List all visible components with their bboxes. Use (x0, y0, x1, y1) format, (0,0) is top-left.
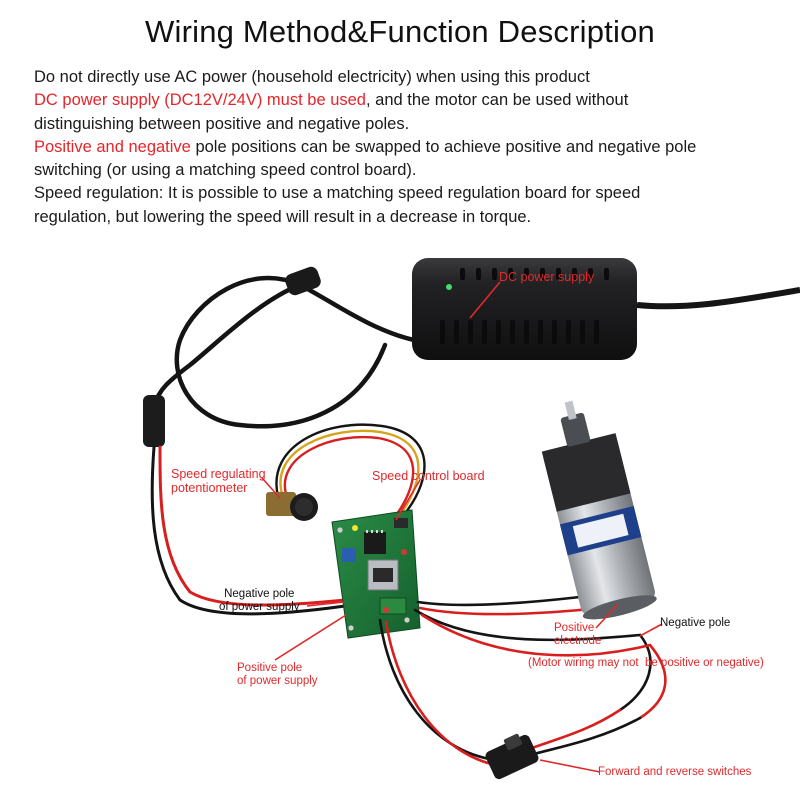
swap-rest: pole positions can be swapped to achieve… (190, 137, 697, 156)
label-negative-power-line1: Negative pole (224, 588, 295, 600)
speed-control-board (331, 509, 421, 639)
potentiometer-wires (275, 423, 426, 520)
desc-line-dc-required: DC power supply (DC12V/24V) must be used… (34, 89, 774, 112)
label-positive-electrode-line1: Positive (554, 622, 595, 634)
label-dc-power-supply: DC power supply (499, 270, 595, 284)
dc-required-highlight: DC power supply (DC12V/24V) must be used (34, 91, 366, 110)
desc-line-speed: Speed regulation: It is possible to use … (34, 184, 641, 203)
label-positive-electrode: Positive electrode (554, 622, 601, 648)
wiring-photo (143, 258, 800, 780)
label-negative-power: Negative pole of power supply (219, 588, 300, 614)
speed-potentiometer (266, 492, 318, 521)
label-potentiometer-line1: Speed regulating (171, 467, 266, 481)
gear-motor (541, 400, 657, 620)
label-positive-electrode-line2: electrode (554, 635, 602, 647)
label-forward-reverse-switches: Forward and reverse switches (598, 766, 752, 778)
description: Do not directly use AC power (household … (34, 66, 774, 229)
power-led (446, 284, 452, 290)
label-positive-power: Positive pole of power supply (237, 662, 318, 688)
dc-barrel-connector (143, 395, 165, 447)
label-potentiometer-line2: potentiometer (171, 481, 248, 495)
label-negative-pole: Negative pole (660, 617, 731, 629)
dc-required-rest: , and the motor can be used without (365, 91, 629, 110)
desc-line-torque: regulation, but lowering the speed will … (34, 207, 532, 226)
supply-wires (150, 445, 347, 616)
desc-line-swap: Positive and negative pole positions can… (34, 136, 774, 159)
pointer-arrows (261, 281, 663, 773)
label-speed-control-board: Speed control board (372, 469, 485, 483)
label-positive-power-line1: Positive pole (237, 662, 303, 674)
desc-line-poles: distinguishing between positive and nega… (34, 114, 410, 133)
desc-line-ac-warning: Do not directly use AC power (household … (34, 68, 590, 86)
switch-wires (378, 618, 642, 768)
dc-power-adapter (412, 258, 800, 360)
label-negative-power-line2: of power supply (219, 601, 300, 613)
dc-output-cable (152, 275, 417, 429)
label-motor-wiring-note: (Motor wiring may not be positive or neg… (528, 657, 764, 669)
desc-line-switching: switching (or using a matching speed con… (34, 161, 417, 180)
label-potentiometer: Speed regulating potentiometer (171, 467, 266, 495)
ferrite-bead (285, 266, 321, 296)
swap-highlight: Positive and negative (34, 137, 191, 156)
label-positive-power-line2: of power supply (237, 675, 318, 687)
forward-reverse-switch (485, 733, 539, 780)
page-title: Wiring Method&Function Description (145, 14, 655, 49)
